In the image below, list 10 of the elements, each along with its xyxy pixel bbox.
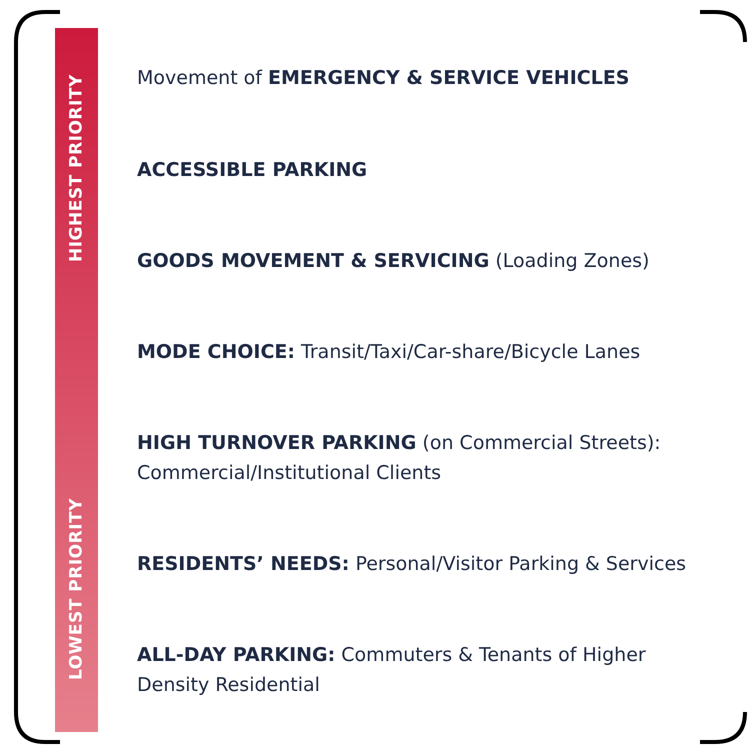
priority-item: HIGH TURNOVER PARKING (on Commercial Streets): Commercial/Institutional Clients [137,431,662,486]
priority-label: HIGHEST PRIORITY [66,73,88,264]
priority-item: ALL-DAY PARKING: Commuters & Tenants of Higher Density Residential [137,643,647,698]
priority-item: GOODS MOVEMENT & SERVICING (Loading Zones) [137,249,650,274]
priority-gradient-bar [55,28,98,732]
priority-item: Movement of EMERGENCY & SERVICE VEHICLES [137,66,630,91]
priority-item: MODE CHOICE: Transit/Taxi/Car-share/Bicycle Lanes [137,340,642,365]
priority-item: RESIDENTS’ NEEDS: Personal/Visitor Parking & Services [137,552,688,577]
priority-label: LOWEST PRIORITY [66,497,88,682]
priority-item: ACCESSIBLE PARKING [137,158,368,183]
